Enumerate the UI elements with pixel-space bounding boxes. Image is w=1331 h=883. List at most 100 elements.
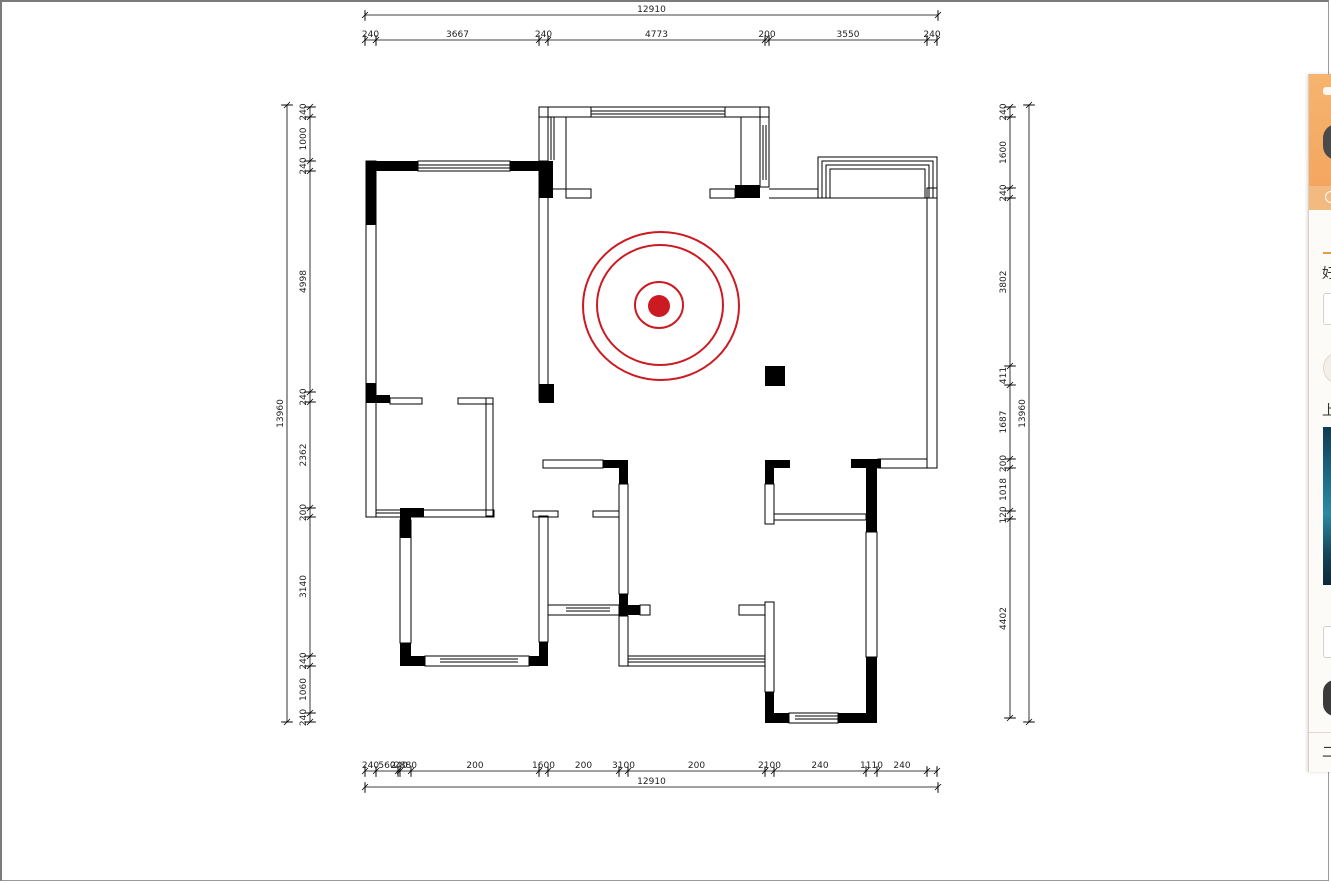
pillar xyxy=(619,460,628,484)
dim-bottom-seg-label: 200 xyxy=(575,761,592,771)
panel-search-strip xyxy=(1309,186,1331,210)
dim-left-seg-label: 2362 xyxy=(299,444,309,467)
wall-top-balcony-right xyxy=(759,106,770,188)
panel-round-button[interactable] xyxy=(1323,352,1331,384)
dim-right-seg-label: 4402 xyxy=(999,607,1009,630)
pillar xyxy=(866,459,877,532)
dim-right-seg-label: 120 xyxy=(999,506,1009,523)
window-top-balcony xyxy=(590,106,726,118)
dim-top-seg-label: 3550 xyxy=(837,30,860,40)
solid-walls xyxy=(366,161,881,723)
panel-footer-label: 二 xyxy=(1322,742,1331,762)
window-left-upper-room xyxy=(417,160,511,172)
dim-bottom-seg-label: 240 xyxy=(893,761,910,771)
dim-left-seg-label: 1000 xyxy=(299,127,309,150)
dim-top-seg-label: 240 xyxy=(923,30,940,40)
side-chat-panel[interactable]: 好 上 二 xyxy=(1308,74,1331,772)
pillar xyxy=(366,161,376,225)
panel-thumbnail-image[interactable] xyxy=(1323,427,1331,585)
panel-input[interactable] xyxy=(1323,293,1331,325)
pillar xyxy=(765,692,774,723)
dim-top-seg-label: 240 xyxy=(362,30,379,40)
dim-left-seg-label: 240 xyxy=(299,709,309,726)
dim-bottom-seg-label: 2880 xyxy=(394,761,417,771)
dim-top-seg-label: 200 xyxy=(758,30,775,40)
dim-bottom-seg-label: 200 xyxy=(466,761,483,771)
dim-bottom-seg-label: 3100 xyxy=(612,761,635,771)
panel-heading: 好 xyxy=(1322,263,1331,283)
dim-right-seg-label: 411 xyxy=(999,367,1009,384)
contact-avatar[interactable] xyxy=(1323,680,1331,716)
user-avatar[interactable] xyxy=(1323,124,1331,160)
pillar xyxy=(765,460,774,484)
pillar xyxy=(838,713,877,723)
panel-header xyxy=(1309,74,1331,210)
dim-top-seg-label: 3667 xyxy=(446,30,469,40)
red-circle-annotation xyxy=(582,231,740,381)
column-living-room xyxy=(765,366,785,386)
cloud-icon[interactable] xyxy=(1323,87,1331,95)
dim-right-seg-label: 240 xyxy=(999,184,1009,201)
pillar xyxy=(539,161,553,198)
wall-outlines xyxy=(365,106,938,724)
dim-right-seg-label: 1687 xyxy=(999,411,1009,434)
wall-top-balcony-top xyxy=(538,106,770,118)
dim-top-total-label: 12910 xyxy=(637,5,666,15)
pillar xyxy=(765,460,790,468)
wall-top-balcony-left xyxy=(538,106,549,163)
dim-right-total-label: 13960 xyxy=(1018,399,1028,428)
dim-right-seg-label: 240 xyxy=(999,103,1009,120)
dim-left-seg-label: 240 xyxy=(299,652,309,669)
pillar xyxy=(366,395,390,403)
pillar xyxy=(603,460,628,468)
pillar xyxy=(400,508,411,538)
dim-left-seg-label: 240 xyxy=(299,388,309,405)
tab-indicator xyxy=(1323,252,1331,254)
dim-left-seg-label: 1060 xyxy=(299,678,309,701)
dim-top-seg-label: 4773 xyxy=(645,30,668,40)
dim-left-seg-label: 4998 xyxy=(299,270,309,293)
pillar xyxy=(735,185,760,198)
pillar xyxy=(539,642,548,666)
pillar xyxy=(400,643,411,666)
panel-input-secondary[interactable] xyxy=(1323,626,1331,658)
dim-top-seg-label: 240 xyxy=(535,30,552,40)
dim-bottom-seg-label: 240 xyxy=(811,761,828,771)
marker-ring-outer xyxy=(582,231,740,381)
dim-right-seg-label: 3802 xyxy=(999,271,1009,294)
window-right-lower-room xyxy=(788,712,839,724)
dim-bottom-seg-label: 1110 xyxy=(860,761,883,771)
pillar xyxy=(366,161,418,171)
dimension-lines xyxy=(281,10,1035,793)
search-icon[interactable] xyxy=(1325,191,1331,203)
window-bottom-middle xyxy=(618,615,629,667)
dim-right-seg-label: 1018 xyxy=(999,478,1009,501)
window-left-lower-room xyxy=(424,655,530,667)
pillar xyxy=(619,605,640,615)
dim-bottom-seg-label: 200 xyxy=(688,761,705,771)
pillar xyxy=(866,657,877,723)
dim-left-seg-label: 240 xyxy=(299,157,309,174)
pillar xyxy=(366,383,376,403)
wall-right-outer xyxy=(926,187,938,469)
dim-bottom-seg-label: 2100 xyxy=(758,761,781,771)
dim-right-seg-label: 1600 xyxy=(999,141,1009,164)
dim-bottom-seg-label: 240 xyxy=(362,761,379,771)
pillar xyxy=(510,161,553,171)
dim-left-total-label: 13960 xyxy=(276,399,286,428)
pillar xyxy=(529,656,548,666)
dim-right-seg-label: 200 xyxy=(999,455,1009,472)
dim-left-seg-label: 240 xyxy=(299,103,309,120)
bay-window-right xyxy=(817,156,938,199)
marker-ring-middle xyxy=(596,244,724,366)
marker-ring-inner xyxy=(634,281,684,329)
marker-center-dot xyxy=(648,295,670,317)
panel-footer-divider xyxy=(1309,732,1331,733)
dim-bottom-seg-label: 1600 xyxy=(532,761,555,771)
panel-section-label: 上 xyxy=(1322,400,1331,420)
pillar xyxy=(539,384,554,403)
dim-bottom-total-label: 12910 xyxy=(637,777,666,787)
pillar xyxy=(400,656,425,666)
dim-bottom-seg-label: 240 xyxy=(390,761,407,771)
